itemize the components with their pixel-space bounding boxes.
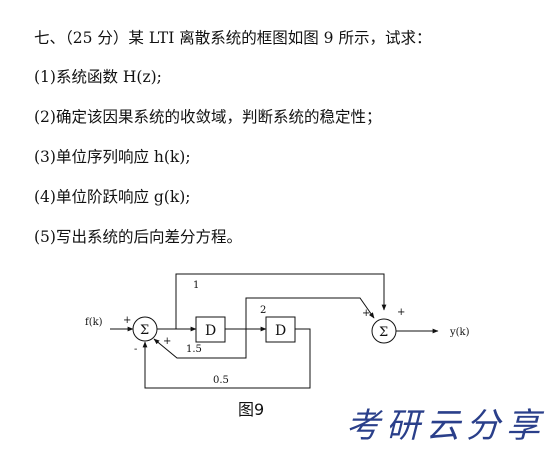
output-plus-top: +	[397, 307, 405, 318]
delay-block-2-label: D	[275, 323, 286, 339]
gain-feedback-1-label: 1.5	[186, 344, 202, 355]
feedback-2-minus-sign: -	[134, 344, 137, 355]
question-item-3: (3)单位序列响应 h(k);	[34, 148, 191, 166]
adder-1-symbol: Σ	[140, 323, 149, 338]
delay-block-1	[195, 316, 226, 343]
input-label: f(k)	[85, 317, 103, 328]
output-plus-mid: +	[362, 308, 370, 319]
question-item-2: (2)确定该因果系统的收敛域，判断系统的稳定性；	[34, 108, 382, 126]
question-item-4: (4)单位阶跃响应 g(k);	[34, 188, 191, 206]
top-branch-line	[175, 273, 387, 329]
mid-branch-line	[245, 297, 375, 329]
question-item-5: (5)写出系统的后向差分方程。	[34, 228, 242, 246]
gain-mid-label: 2	[260, 305, 266, 316]
figure-caption: 图9	[238, 400, 264, 419]
output-label: y(k)	[449, 327, 470, 338]
watermark: 考研云分享	[346, 406, 546, 446]
delay-block-1-label: D	[205, 323, 216, 339]
gain-top-label: 1	[193, 280, 199, 291]
question-item-1: (1)系统函数 H(z);	[34, 68, 162, 86]
gain-feedback-2-label: 0.5	[213, 375, 229, 386]
feedback-1-plus-sign: +	[163, 336, 171, 347]
feedback-1-line	[153, 329, 247, 359]
adder-output-symbol: Σ	[379, 325, 388, 340]
question-header: 七、（25 分）某 LTI 离散系统的框图如图 9 所示，试求：	[34, 29, 432, 47]
input-plus-sign: +	[123, 315, 131, 326]
feedback-2-line	[142, 328, 311, 389]
delay-block-2	[265, 316, 296, 343]
